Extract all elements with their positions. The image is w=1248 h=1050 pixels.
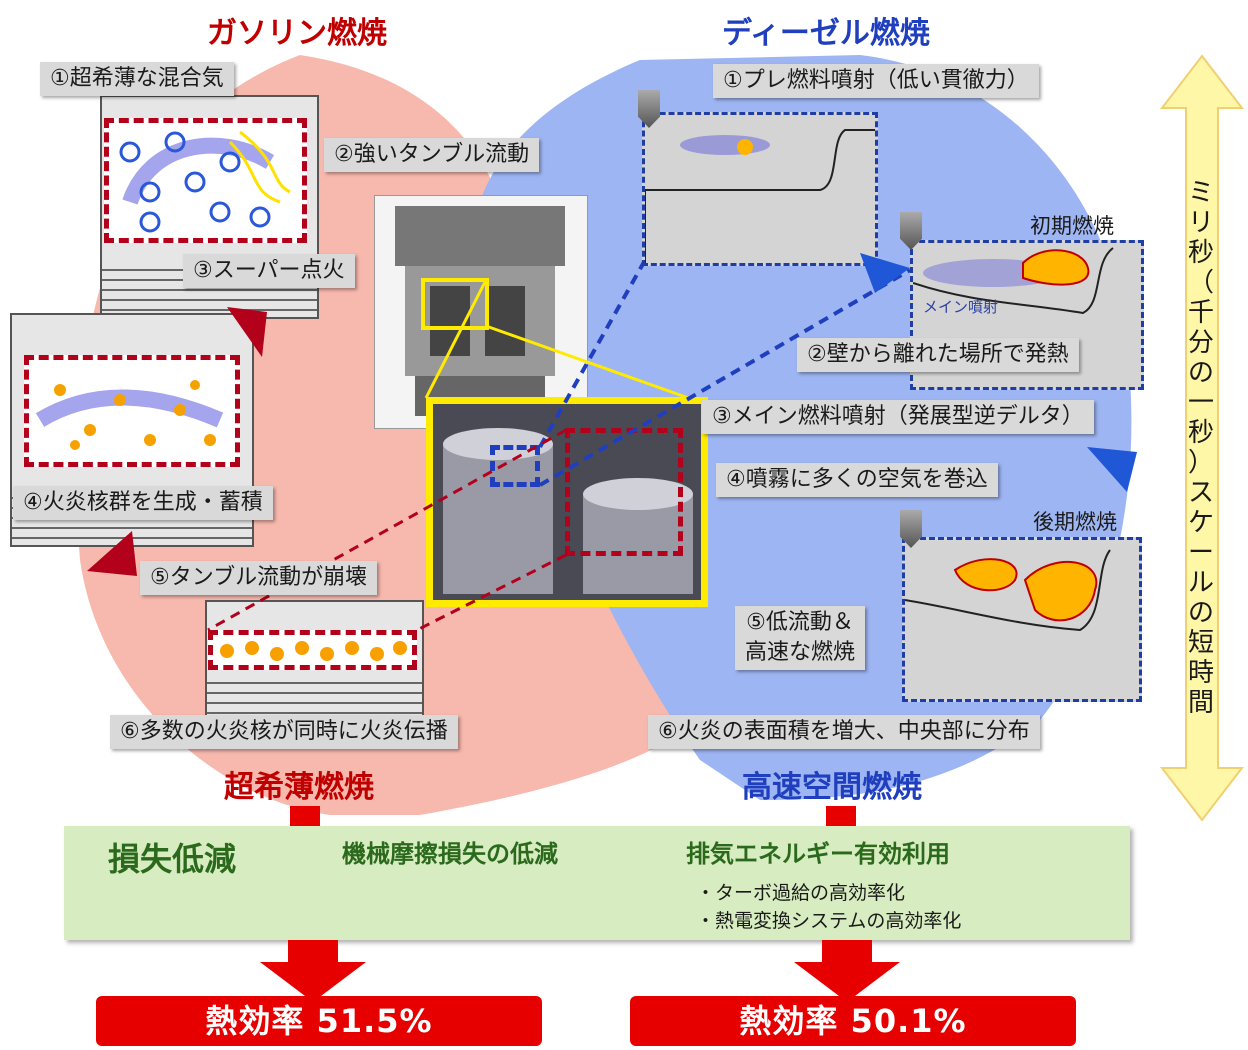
diesel-late-combustion-chamber bbox=[902, 537, 1142, 702]
diesel-arrow-1 bbox=[860, 253, 910, 293]
injector-1 bbox=[638, 90, 660, 128]
tumble-flow-graphic bbox=[119, 130, 291, 233]
gasoline-title: ガソリン燃焼 bbox=[207, 16, 387, 51]
summary-band: 損失低減 機械摩擦損失の低減 排気エネルギー有効利用 ・ターボ過給の高効率化 ・… bbox=[64, 826, 1130, 940]
exhaust-energy-text: 排気エネルギー有効利用 bbox=[686, 840, 950, 868]
gasoline-step-6: ⑥多数の火炎核が同時に火炎伝播 bbox=[110, 715, 458, 749]
zoom-blue-box bbox=[490, 445, 540, 487]
diesel-step-1: ①プレ燃料噴射（低い貫徹力） bbox=[713, 64, 1039, 98]
time-scale-label: ミリ秒 （千分 の一秒 ）スケ ールの 短時間 bbox=[1187, 178, 1214, 718]
diesel-step-5-line2: 高速な燃焼 bbox=[745, 640, 856, 665]
left-connector bbox=[290, 806, 320, 828]
diesel-result-label: 高速空間燃焼 bbox=[742, 770, 922, 805]
early-combustion-graphic bbox=[913, 247, 1114, 315]
diesel-efficiency: 熱効率 50.1% bbox=[630, 996, 1076, 1046]
gasoline-arrow-2 bbox=[87, 531, 137, 576]
flame-kernel-graphic bbox=[35, 380, 224, 450]
bullet-turbo: ・ターボ過給の高効率化 bbox=[696, 882, 906, 904]
mechanical-friction-text: 機械摩擦損失の低減 bbox=[342, 840, 558, 868]
gasoline-step-5: ⑤タンブル流動が崩壊 bbox=[140, 561, 378, 595]
diesel-title: ディーゼル燃焼 bbox=[722, 16, 930, 51]
gasoline-step-4: ④火炎核群を生成・蓄積 bbox=[13, 486, 273, 520]
diesel-arrow-2 bbox=[1087, 447, 1137, 492]
propagation-graphic bbox=[220, 641, 407, 661]
gasoline-step-2: ②強いタンブル流動 bbox=[324, 138, 540, 172]
injector-3 bbox=[900, 510, 922, 548]
right-down-arrow bbox=[794, 940, 900, 1002]
injector-2 bbox=[900, 212, 922, 250]
time-scale-arrow bbox=[1159, 54, 1245, 822]
diesel-step-5: ⑤低流動＆ 高速な燃焼 bbox=[735, 606, 866, 670]
bullet-thermoelectric: ・熱電変換システムの高効率化 bbox=[696, 910, 962, 932]
early-combustion-label: 初期燃焼 bbox=[1030, 214, 1114, 238]
diesel-step-2: ②壁から離れた場所で発熱 bbox=[797, 338, 1079, 372]
right-connector bbox=[826, 806, 856, 828]
zoom-red-box bbox=[565, 428, 683, 556]
gasoline-arrow-1 bbox=[227, 307, 267, 357]
diesel-step-6: ⑥火炎の表面積を増大、中央部に分布 bbox=[648, 715, 1040, 749]
gasoline-efficiency: 熱効率 51.5% bbox=[96, 996, 542, 1046]
late-combustion-label: 後期燃焼 bbox=[1033, 510, 1117, 534]
gasoline-step-1: ①超希薄な混合気 bbox=[40, 62, 234, 96]
diesel-step-3: ③メイン燃料噴射（発展型逆デルタ） bbox=[702, 400, 1094, 434]
pre-injection-graphic bbox=[645, 129, 875, 263]
gasoline-step-3: ③スーパー点火 bbox=[183, 254, 355, 288]
late-combustion-graphic bbox=[905, 549, 1111, 632]
loss-reduction-title: 損失低減 bbox=[108, 840, 237, 878]
diesel-step-4: ④噴霧に多くの空気を巻込 bbox=[716, 463, 998, 497]
diesel-step-5-line1: ⑤低流動＆ bbox=[746, 610, 854, 635]
engine-cutaway-image bbox=[374, 195, 588, 429]
gasoline-result-label: 超希薄燃焼 bbox=[224, 770, 374, 805]
left-down-arrow bbox=[260, 940, 366, 1002]
main-injection-label: メイン噴射 bbox=[923, 298, 999, 316]
